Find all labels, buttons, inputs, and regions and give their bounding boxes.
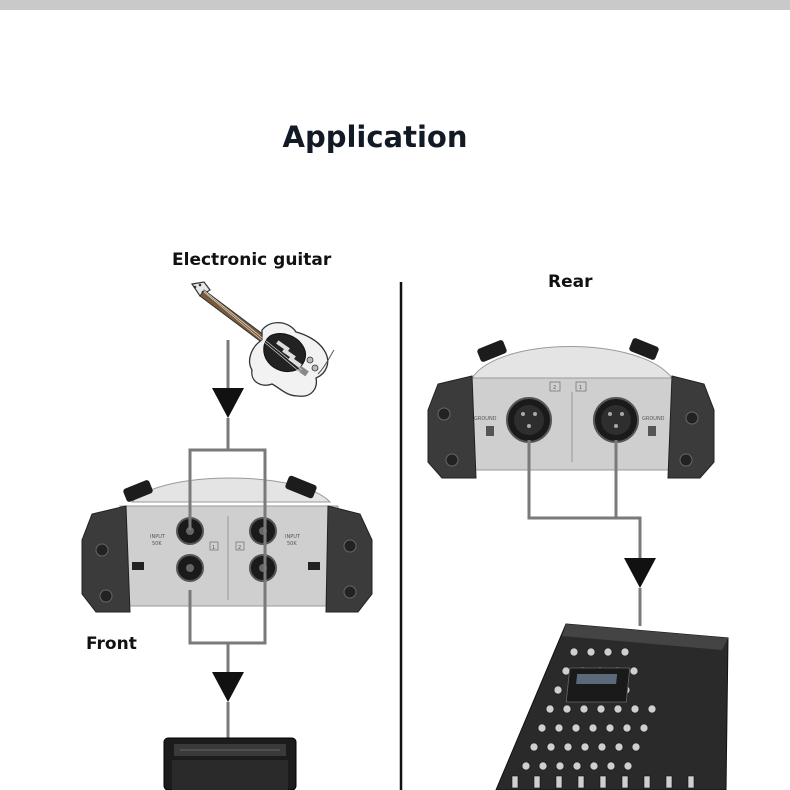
- mixer-knob: [522, 762, 530, 770]
- mixer-fader: [556, 776, 562, 788]
- front-input-left-value: 50K: [152, 541, 162, 547]
- mixer-knob: [570, 648, 578, 656]
- mixer-knob: [632, 743, 640, 751]
- mixer-knob: [538, 724, 546, 732]
- mixer-knob: [589, 724, 597, 732]
- mixer-knob: [556, 762, 564, 770]
- audio-mixer-icon: [496, 624, 728, 790]
- front-input-right-label: INPUT: [285, 534, 301, 540]
- mixer-knob: [597, 705, 605, 713]
- mixer-knob: [623, 724, 631, 732]
- electric-guitar-icon: [192, 282, 334, 396]
- mixer-knob: [614, 705, 622, 713]
- front-input-right-value: 50K: [287, 541, 297, 547]
- mixer-knob: [580, 705, 588, 713]
- mixer-knob: [554, 686, 562, 694]
- mixer-knob: [530, 743, 538, 751]
- mixer-fader: [600, 776, 606, 788]
- mixer-fader: [578, 776, 584, 788]
- mixer-knob: [640, 724, 648, 732]
- mixer-knob: [564, 743, 572, 751]
- mixer-knob: [546, 705, 554, 713]
- direct-box-rear-icon: 2 1 GROUND GROUND: [428, 337, 714, 478]
- mixer-knob: [572, 724, 580, 732]
- mixer-knob: [573, 762, 581, 770]
- mixer-fader: [622, 776, 628, 788]
- mixer-knob: [539, 762, 547, 770]
- mixer-fader: [534, 776, 540, 788]
- mixer-knob: [630, 667, 638, 675]
- mixer-knob: [555, 724, 563, 732]
- guitar-amplifier-icon: [164, 738, 296, 790]
- mixer-fader: [512, 776, 518, 788]
- rear-channel-2-label: 2: [553, 385, 556, 391]
- mixer-knob: [587, 648, 595, 656]
- rear-ground-right-label: GROUND: [642, 416, 665, 422]
- mixer-knob: [607, 762, 615, 770]
- arrow-down-icon: [212, 672, 244, 702]
- direct-box-front-icon: 1 2 INPUT 50K INPUT 50K: [82, 475, 372, 612]
- mixer-knob: [615, 743, 623, 751]
- mixer-knob: [621, 648, 629, 656]
- mixer-knob: [648, 705, 656, 713]
- mixer-fader: [644, 776, 650, 788]
- mixer-knob: [624, 762, 632, 770]
- front-input-left-label: INPUT: [150, 534, 166, 540]
- arrow-down-icon: [624, 558, 656, 588]
- arrow-down-icon: [212, 388, 244, 418]
- mixer-knob: [581, 743, 589, 751]
- front-channel-1-label: 1: [212, 545, 215, 551]
- mixer-knob: [598, 743, 606, 751]
- mixer-knob: [606, 724, 614, 732]
- mixer-fader: [688, 776, 694, 788]
- mixer-knob: [604, 648, 612, 656]
- rear-channel-1-label: 1: [579, 385, 582, 391]
- mixer-fader: [666, 776, 672, 788]
- mixer-knob: [563, 705, 571, 713]
- mixer-knob: [547, 743, 555, 751]
- mixer-knob: [631, 705, 639, 713]
- mixer-knob: [590, 762, 598, 770]
- front-channel-2-label: 2: [238, 545, 241, 551]
- rear-ground-left-label: GROUND: [474, 416, 497, 422]
